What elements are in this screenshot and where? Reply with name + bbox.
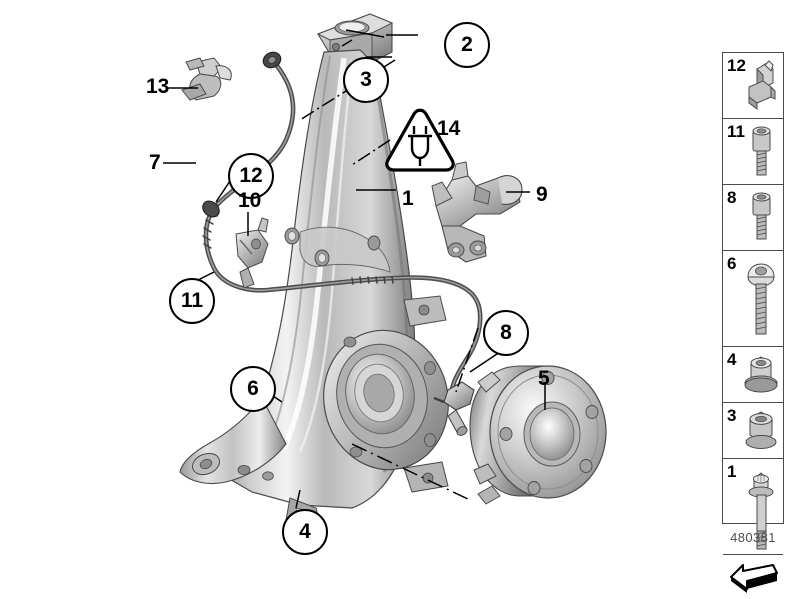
abs-pulse-sensor-8: [433, 381, 475, 436]
socket-head-bolt-icon: [752, 192, 771, 240]
diagram-part-number: 480381: [730, 530, 776, 545]
brake-line-bracket-9: [431, 161, 523, 263]
label-9[interactable]: 9: [536, 183, 548, 206]
socket-head-bolt-icon: [752, 126, 771, 176]
label-7[interactable]: 7: [149, 151, 161, 174]
legend-item-6[interactable]: 6: [723, 251, 783, 347]
callout-12[interactable]: 12: [228, 153, 274, 199]
parts-legend-panel: 12 11 8: [722, 52, 784, 593]
label-5[interactable]: 5: [538, 367, 550, 390]
cable-bracket-10: [235, 217, 269, 289]
legend-number-12: 12: [727, 56, 746, 75]
parts-diagram-canvas: 2 3 12 11 6 4 8 13 7 10 14 1 9 5 12: [146, 13, 784, 593]
steering-knuckle-body: [179, 13, 449, 535]
torx-pan-head-bolt-icon: [747, 263, 775, 335]
callout-8[interactable]: 8: [483, 310, 529, 356]
legend-number-11: 11: [727, 122, 745, 141]
direction-arrow-icon: [730, 564, 778, 593]
legend-number-1: 1: [727, 462, 737, 481]
label-14[interactable]: 14: [437, 117, 461, 140]
electrical-warning-triangle-icon: [385, 108, 455, 172]
legend-item-11[interactable]: 11: [723, 119, 783, 185]
callout-3-label: 3: [360, 68, 372, 91]
flange-nut-icon: [744, 356, 778, 393]
hex-flange-bolt-icon: [748, 472, 774, 550]
callout-12-label: 12: [239, 164, 263, 187]
callout-3[interactable]: 3: [343, 57, 389, 103]
cable-clip-icon: [748, 60, 776, 110]
legend-item-direction[interactable]: [723, 555, 783, 599]
callout-8-label: 8: [500, 321, 512, 344]
legend-item-4[interactable]: 4: [723, 347, 783, 403]
legend-item-1[interactable]: 1: [723, 459, 783, 555]
label-1[interactable]: 1: [402, 187, 414, 210]
label-13[interactable]: 13: [146, 75, 170, 98]
illustration-artwork: [163, 13, 607, 535]
legend-number-3: 3: [727, 406, 737, 425]
legend-number-8: 8: [727, 188, 737, 207]
legend-number-6: 6: [727, 254, 737, 273]
legend-number-4: 4: [727, 350, 737, 369]
collar-nut-icon: [745, 411, 777, 449]
abs-sensor-harness: [202, 51, 483, 401]
wheel-hub-bearing-5: [469, 365, 607, 505]
callout-2[interactable]: 2: [444, 22, 490, 68]
callout-11-label: 11: [180, 289, 204, 312]
legend-item-12[interactable]: 12: [723, 53, 783, 119]
legend-item-8[interactable]: 8: [723, 185, 783, 251]
label-10[interactable]: 10: [238, 189, 262, 212]
cable-spring-clip-13: [181, 57, 232, 101]
callout-6-label: 6: [247, 377, 259, 400]
callout-4-label: 4: [299, 520, 311, 543]
callout-2-label: 2: [461, 33, 473, 56]
callout-4[interactable]: 4: [282, 509, 328, 555]
callout-11[interactable]: 11: [169, 278, 215, 324]
callout-6[interactable]: 6: [230, 366, 276, 412]
legend-item-3[interactable]: 3: [723, 403, 783, 459]
